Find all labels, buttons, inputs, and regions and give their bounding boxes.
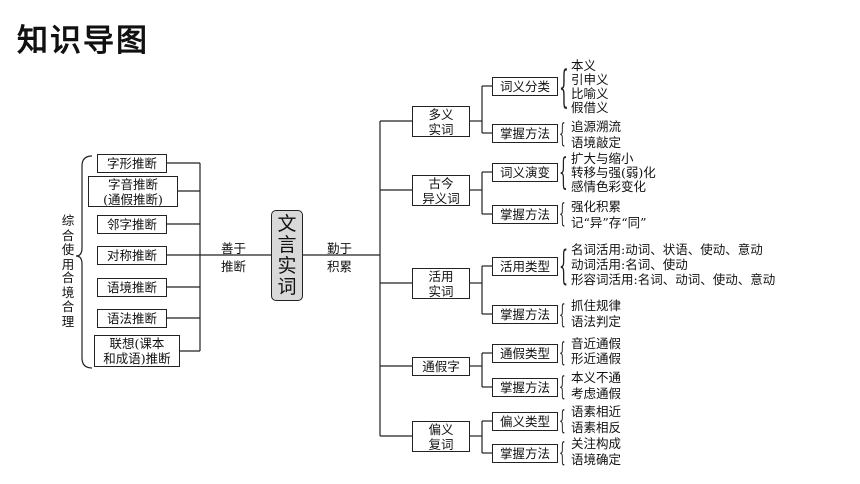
subcategory-box: 掌握方法	[492, 305, 558, 324]
leaf-item: 名词活用:动词、状语、使动、意动	[571, 242, 763, 257]
usage-label-1: 综合使用	[61, 213, 75, 272]
brace-icon: {	[559, 243, 569, 289]
category-box: 通假字	[412, 357, 470, 376]
subcategory-box: 掌握方法	[492, 378, 558, 397]
brace-icon: {	[559, 119, 566, 149]
method-box: 邻字推断	[97, 215, 167, 234]
leaf-item: 形近通假	[571, 351, 622, 366]
usage-label-2: 合境合理	[61, 270, 75, 329]
method-box: 语境推断	[97, 278, 167, 297]
brace-icon: {	[559, 62, 569, 113]
brace-icon: {	[559, 438, 566, 468]
leaf-item: 语境敲定	[571, 135, 622, 150]
page-title: 知识导图	[17, 23, 149, 59]
category-box: 多义 实词	[412, 106, 470, 137]
leaf-item: 假借义	[571, 100, 609, 115]
subcategory-box: 掌握方法	[492, 124, 558, 143]
leaf-item: 本义不通	[571, 370, 622, 385]
leaf-item: 语素相反	[571, 420, 622, 435]
category-box: 古今 异义词	[412, 175, 470, 206]
subcategory-box: 掌握方法	[492, 205, 558, 224]
leaf-item: 比喻义	[571, 86, 609, 101]
method-box: 对称推断	[97, 246, 167, 265]
leaf-item: 转移与强(弱)化	[571, 165, 656, 180]
leaf-item: 记“异”存“同”	[571, 215, 647, 230]
leaf-item: 追源溯流	[571, 119, 622, 134]
subcategory-box: 活用类型	[492, 257, 558, 276]
category-box: 偏义 复词	[412, 421, 470, 452]
subcategory-box: 偏义类型	[492, 412, 558, 431]
infer-label: 善于 推断	[221, 241, 247, 274]
brace-icon: {	[559, 406, 566, 436]
brace-icon: {	[559, 338, 566, 368]
leaf-item: 语素相近	[571, 404, 622, 419]
leaf-item: 音近通假	[571, 336, 622, 351]
brace-icon: {	[559, 372, 566, 402]
brace-icon: {	[559, 199, 566, 229]
leaf-item: 强化积累	[571, 199, 622, 214]
subcategory-box: 通假类型	[492, 344, 558, 363]
leaf-item: 考虑通假	[571, 386, 622, 401]
central-topic: 文言实词	[271, 210, 303, 301]
subcategory-box: 掌握方法	[492, 444, 558, 463]
method-box: 联想(课本 和成语)推断	[94, 335, 180, 367]
leaf-item: 语法判定	[571, 314, 622, 329]
accumulate-label: 勤于 积累	[327, 241, 353, 274]
leaf-item: 引申义	[571, 72, 609, 87]
method-box: 语法推断	[97, 309, 167, 328]
subcategory-box: 词义演变	[492, 163, 558, 182]
leaf-item: 扩大与缩小	[571, 151, 634, 166]
leaf-item: 抓住规律	[571, 298, 622, 313]
leaf-item: 形容词活用:名词、动词、使动、意动	[571, 272, 776, 287]
leaf-item: 语境确定	[571, 452, 622, 467]
brace-icon: {	[559, 300, 566, 330]
category-box: 活用 实词	[412, 268, 470, 299]
method-box: 字形推断	[97, 154, 167, 173]
leaf-item: 关注构成	[571, 436, 622, 451]
subcategory-box: 词义分类	[492, 77, 558, 96]
central-topic-text: 文言实词	[277, 212, 297, 298]
leaf-item: 感情色彩变化	[571, 179, 647, 194]
brace-icon: {	[559, 152, 568, 193]
leaf-item: 动词活用:名词、使动	[571, 257, 688, 272]
leaf-item: 本义	[571, 58, 597, 73]
method-box: 字音推断 (通假推断)	[88, 176, 178, 207]
